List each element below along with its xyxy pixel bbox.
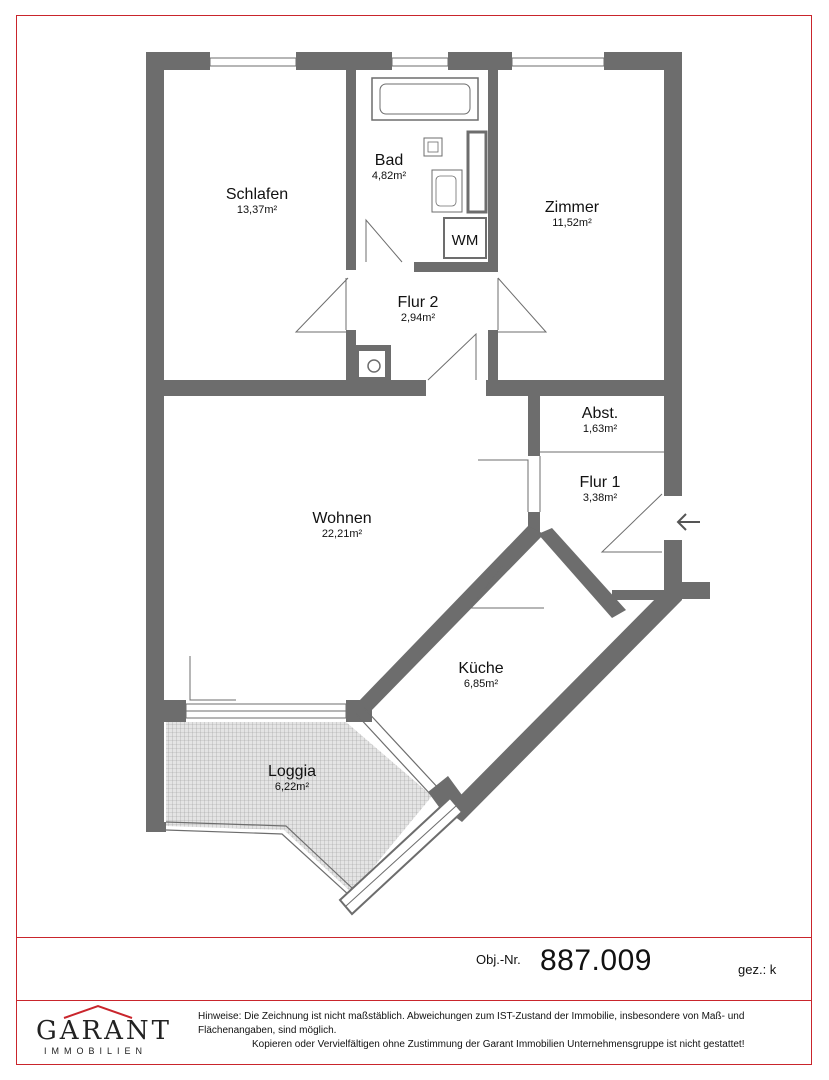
wall-left: [146, 52, 164, 832]
room-name: Schlafen: [225, 186, 289, 203]
room-loggia: Loggia 6,22m²: [268, 763, 316, 793]
wall-loggia-stub: [346, 700, 372, 722]
wall-top-1: [146, 52, 210, 70]
room-bad: Bad 4,82m²: [372, 152, 406, 182]
object-number-label: Obj.-Nr.: [476, 952, 521, 967]
door-swings: [189, 218, 663, 701]
room-abst: Abst. 1,63m²: [582, 405, 618, 435]
logo-subtitle: IMMOBILIEN: [44, 1046, 148, 1056]
wall-right-top: [664, 52, 682, 496]
windows: [185, 57, 605, 719]
room-area: 6,22m²: [274, 781, 310, 793]
wall-kueche-upper: [358, 526, 544, 712]
room-name: Küche: [458, 660, 504, 677]
wall-diagonal-main: [446, 590, 682, 822]
wall-mid-1: [146, 380, 426, 396]
disclaimer-text-2: Kopieren oder Vervielfältigen ohne Zusti…: [252, 1039, 745, 1050]
wall-top-2: [296, 52, 392, 70]
room-name: Flur 2: [397, 294, 439, 311]
washing-machine-box: [443, 217, 487, 259]
page-frame: [16, 15, 812, 1065]
washing-machine-label: WM: [451, 232, 479, 249]
wall-flur2-left: [346, 330, 356, 388]
pipe-shaft: [367, 359, 381, 373]
room-area: 6,85m²: [463, 678, 499, 690]
footer-divider-top: [16, 937, 812, 938]
wall-top-3: [448, 52, 512, 70]
room-zimmer: Zimmer 11,52m²: [545, 199, 599, 229]
disclaimer-label: Hinweise:: [198, 1011, 242, 1022]
room-area: 13,37m²: [236, 204, 278, 216]
wall-bad-right: [488, 70, 498, 270]
room-wohnen: Wohnen 22,21m²: [312, 510, 371, 540]
wall-bad-left: [346, 70, 356, 270]
room-area: 1,63m²: [582, 423, 618, 435]
wall-corner: [612, 590, 682, 600]
bathroom-fixtures: [367, 77, 488, 373]
room-area: 3,38m²: [582, 492, 618, 504]
disclaimer: Hinweise: Die Zeichnung ist nicht maßstä…: [198, 1010, 808, 1052]
room-name: Bad: [374, 152, 404, 169]
room-flur1: Flur 1 3,38m²: [580, 474, 621, 504]
room-name: Zimmer: [544, 199, 600, 216]
wall-top-4: [604, 52, 682, 70]
wall-loggia-bottom-left: [146, 822, 166, 832]
thin-lines: [345, 278, 664, 512]
wall-abst-left2: [528, 512, 540, 532]
logo-wordmark: GARANT: [36, 1016, 172, 1046]
room-name: Loggia: [267, 763, 317, 780]
room-name: Wohnen: [312, 510, 372, 527]
loggia-railing: [165, 707, 441, 897]
shelf: [466, 130, 488, 214]
room-schlafen: Schlafen 13,37m²: [226, 186, 288, 216]
logo-roof-icon: [63, 1004, 133, 1019]
wall-bad-bottom: [414, 262, 498, 272]
drawn-by: gez.: k: [738, 962, 777, 977]
wall-right-bottom: [664, 540, 682, 590]
room-area: 11,52m²: [552, 217, 592, 229]
disclaimer-text-1: Die Zeichnung ist nicht maßstäblich. Abw…: [198, 1011, 745, 1036]
room-kueche: Küche 6,85m²: [458, 660, 503, 690]
room-area: 2,94m²: [400, 312, 436, 324]
room-flur2: Flur 2 2,94m²: [398, 294, 439, 324]
room-area: 4,82m²: [371, 170, 407, 182]
loggia-floor: [166, 722, 432, 893]
wall-loggia-left: [146, 700, 186, 722]
wall-mid-2: [486, 380, 682, 396]
room-area: 22,21m²: [321, 528, 363, 540]
object-number: 887.009: [540, 944, 652, 977]
wall-abst-left: [528, 396, 540, 456]
entrance-arrow-icon: [676, 513, 700, 531]
room-name: Flur 1: [579, 474, 621, 491]
footer-divider-bottom: [16, 1000, 812, 1001]
room-name: Abst.: [581, 405, 619, 422]
wall-kueche-outer: [538, 528, 626, 618]
wall-flur2-right: [488, 330, 498, 388]
